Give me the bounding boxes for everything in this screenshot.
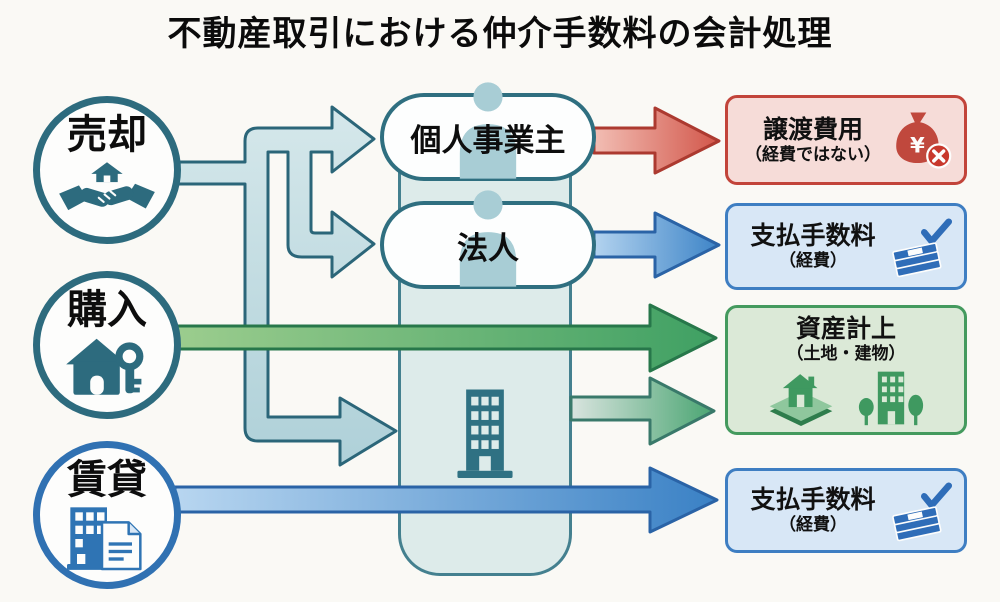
source-label: 売却	[67, 112, 147, 158]
outcome-title: 支払手数料	[750, 221, 876, 251]
person-icon	[459, 82, 517, 179]
arrow-rental-to-fee	[173, 466, 719, 534]
arrow-purchase-to-asset	[173, 303, 718, 373]
source-purchase-circle: 購入	[33, 271, 181, 419]
money-bag-x-icon: ¥	[896, 112, 952, 169]
outcome-asset-box: 資産計上 （土地・建物）	[725, 305, 967, 435]
source-sale-circle: 売却	[33, 96, 181, 244]
page-title: 不動産取引における仲介手数料の会計処理	[167, 14, 833, 54]
house-on-land-icon	[769, 373, 833, 426]
arrow-sale-fork	[173, 105, 398, 467]
outcome-title: 支払手数料	[750, 485, 876, 515]
asset-icons	[766, 370, 926, 426]
outcome-subtitle: （土地・建物）	[786, 344, 906, 365]
source-label: 賃貸	[67, 457, 147, 503]
entity-label: 法人	[457, 230, 519, 267]
arrow-corporation-to-fee	[592, 211, 721, 279]
outcome-fee-box-1: 支払手数料 （経費）	[725, 203, 967, 290]
outcome-transfer-cost-box: 譲渡費用 （経費ではない） ¥	[725, 95, 967, 185]
house-key-icon	[66, 338, 144, 395]
outcome-title: 資産計上	[795, 314, 896, 344]
outcome-subtitle: （経費ではない）	[745, 144, 881, 165]
entity-corporation-pill: 法人	[380, 190, 596, 289]
arrow-sole-to-transfer-cost	[592, 106, 721, 175]
outcome-title: 譲渡費用	[762, 114, 863, 144]
money-check-icon	[892, 481, 952, 541]
source-label: 購入	[67, 287, 147, 333]
building-icon	[457, 389, 513, 478]
handshake-house-icon	[59, 162, 155, 211]
outcome-subtitle: （経費）	[779, 515, 847, 536]
arrow-company-to-asset	[569, 376, 716, 446]
entity-sole-proprietor-pill: 個人事業主	[380, 82, 596, 181]
source-rental-circle: 賃貸	[33, 441, 181, 589]
svg-text:¥: ¥	[910, 133, 925, 158]
building-document-icon	[67, 507, 142, 571]
building-with-trees-icon	[858, 371, 924, 425]
outcome-fee-box-2: 支払手数料 （経費）	[725, 468, 967, 553]
outcome-subtitle: （経費）	[779, 251, 847, 272]
money-check-icon	[892, 217, 952, 277]
person-icon	[459, 190, 517, 287]
entity-label: 個人事業主	[410, 122, 566, 159]
